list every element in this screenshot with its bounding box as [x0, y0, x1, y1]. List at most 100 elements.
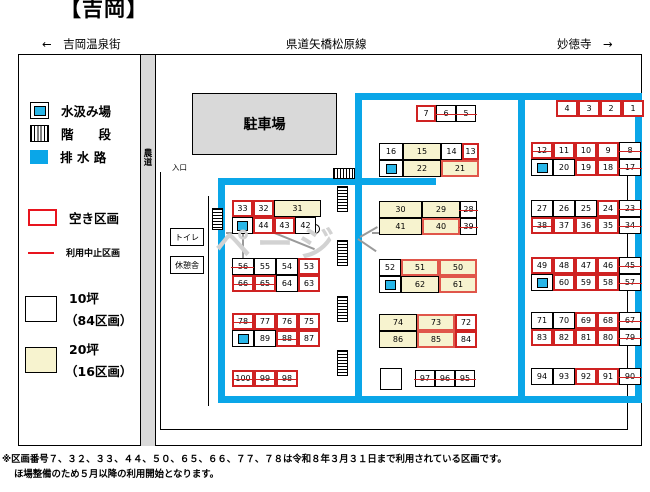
plot-cell[interactable]: 36 — [575, 217, 597, 234]
plot-cell[interactable]: 49 — [531, 257, 553, 274]
plot-cell[interactable]: 92 — [575, 368, 597, 385]
plot-cell[interactable]: 82 — [553, 329, 575, 346]
plot-cell[interactable]: 32 — [253, 200, 274, 217]
plot-cell[interactable]: 12 — [531, 142, 553, 159]
plot-cell[interactable]: 14 — [441, 143, 462, 160]
plot-cell[interactable]: 19 — [575, 159, 597, 176]
plot-cell[interactable]: 89 — [254, 330, 276, 347]
plot-cell[interactable]: 41 — [379, 218, 422, 235]
plot-cell[interactable]: 80 — [597, 329, 619, 346]
plot-cell[interactable]: 10 — [575, 142, 597, 159]
plot-cell[interactable]: 46 — [597, 257, 619, 274]
plot-cell[interactable]: 21 — [441, 160, 479, 177]
plot-cell[interactable]: 17 — [618, 159, 642, 176]
plot-cell[interactable]: 97 — [414, 370, 436, 387]
plot-cell[interactable]: 87 — [298, 330, 320, 347]
plot-cell[interactable]: 81 — [575, 329, 597, 346]
plot-cell[interactable]: 42 — [295, 217, 316, 234]
plot-cell[interactable]: 34 — [618, 217, 642, 234]
plot-cell[interactable]: 55 — [254, 258, 276, 275]
plot-cell[interactable]: 47 — [575, 257, 597, 274]
plot-cell[interactable]: 28 — [459, 201, 478, 218]
plot-cell[interactable]: 67 — [618, 312, 642, 329]
plot-cell[interactable]: 22 — [403, 160, 441, 177]
plot-cell[interactable]: 7 — [416, 105, 436, 122]
plot-cell[interactable]: 76 — [276, 313, 298, 330]
plot-cell[interactable]: 84 — [455, 331, 477, 348]
plot-cell[interactable]: 61 — [439, 276, 477, 293]
plot-cell[interactable]: 18 — [597, 159, 619, 176]
plot-cell[interactable]: 58 — [597, 274, 619, 291]
plot-cell[interactable]: 52 — [379, 259, 401, 276]
plot-cell[interactable]: 25 — [575, 200, 597, 217]
plot-cell[interactable]: 60 — [553, 274, 575, 291]
plot-cell[interactable]: 29 — [422, 201, 460, 218]
plot-cell[interactable]: 96 — [434, 370, 456, 387]
plot-cell[interactable]: 73 — [417, 314, 455, 331]
plot-cell[interactable]: 94 — [531, 368, 553, 385]
plot-cell[interactable]: 35 — [597, 217, 619, 234]
plot-cell[interactable]: 20 — [553, 159, 575, 176]
plot-cell[interactable]: 78 — [232, 313, 254, 330]
plot-cell[interactable]: 91 — [597, 368, 619, 385]
plot-cell[interactable]: 43 — [274, 217, 295, 234]
plot-cell[interactable]: 15 — [403, 143, 441, 160]
plot-cell[interactable]: 79 — [618, 329, 642, 346]
plot-cell[interactable]: 16 — [379, 143, 403, 160]
plot-cell[interactable]: 74 — [379, 314, 417, 331]
plot-cell[interactable]: 38 — [531, 217, 553, 234]
plot-cell[interactable]: 66 — [232, 275, 254, 292]
plot-cell[interactable]: 69 — [575, 312, 597, 329]
plot-cell[interactable]: 11 — [553, 142, 575, 159]
plot-cell[interactable]: 50 — [439, 259, 477, 276]
plot-cell[interactable]: 13 — [462, 143, 479, 160]
plot-cell[interactable]: 85 — [417, 331, 455, 348]
plot-cell[interactable]: 31 — [274, 200, 321, 217]
plot-cell[interactable]: 39 — [459, 218, 478, 235]
plot-cell[interactable]: 100 — [232, 370, 254, 387]
plot-cell[interactable]: 27 — [531, 200, 553, 217]
plot-cell[interactable]: 51 — [401, 259, 439, 276]
plot-cell[interactable]: 45 — [618, 257, 642, 274]
plot-cell[interactable]: 26 — [553, 200, 575, 217]
plot-cell[interactable]: 40 — [422, 218, 460, 235]
plot-cell[interactable]: 23 — [618, 200, 642, 217]
plot-cell[interactable]: 68 — [597, 312, 619, 329]
plot-cell[interactable]: 63 — [298, 275, 320, 292]
plot-cell[interactable]: 70 — [553, 312, 575, 329]
plot-cell[interactable]: 72 — [455, 314, 477, 331]
plot-cell[interactable]: 4 — [556, 100, 578, 117]
plot-cell[interactable]: 95 — [454, 370, 476, 387]
plot-cell[interactable]: 2 — [600, 100, 622, 117]
plot-cell[interactable]: 37 — [553, 217, 575, 234]
plot-cell[interactable]: 33 — [232, 200, 253, 217]
plot-cell[interactable]: 65 — [254, 275, 276, 292]
plot-cell[interactable]: 88 — [276, 330, 298, 347]
plot-cell[interactable]: 5 — [455, 105, 477, 122]
plot-cell[interactable]: 53 — [298, 258, 320, 275]
plot-cell[interactable]: 48 — [553, 257, 575, 274]
plot-cell[interactable]: 93 — [553, 368, 575, 385]
plot-cell[interactable]: 71 — [531, 312, 553, 329]
plot-cell[interactable]: 98 — [276, 370, 298, 387]
plot-cell[interactable]: 6 — [435, 105, 457, 122]
plot-cell[interactable]: 24 — [597, 200, 619, 217]
plot-cell[interactable]: 1 — [622, 100, 644, 117]
plot-cell[interactable]: 86 — [379, 331, 417, 348]
plot-cell[interactable]: 75 — [298, 313, 320, 330]
plot-cell[interactable]: 90 — [618, 368, 642, 385]
plot-cell[interactable]: 8 — [618, 142, 642, 159]
plot-cell[interactable]: 77 — [254, 313, 276, 330]
plot-cell[interactable]: 9 — [597, 142, 619, 159]
plot-cell[interactable]: 62 — [401, 276, 439, 293]
plot-cell[interactable]: 64 — [276, 275, 298, 292]
plot-cell[interactable]: 59 — [575, 274, 597, 291]
plot-cell[interactable]: 83 — [531, 329, 553, 346]
plot-cell[interactable]: 54 — [276, 258, 298, 275]
plot-cell[interactable]: 3 — [578, 100, 600, 117]
plot-cell[interactable]: 99 — [254, 370, 276, 387]
plot-cell[interactable]: 44 — [253, 217, 274, 234]
plot-cell[interactable]: 30 — [379, 201, 422, 218]
plot-cell[interactable]: 56 — [231, 258, 255, 275]
plot-cell[interactable]: 57 — [618, 274, 642, 291]
